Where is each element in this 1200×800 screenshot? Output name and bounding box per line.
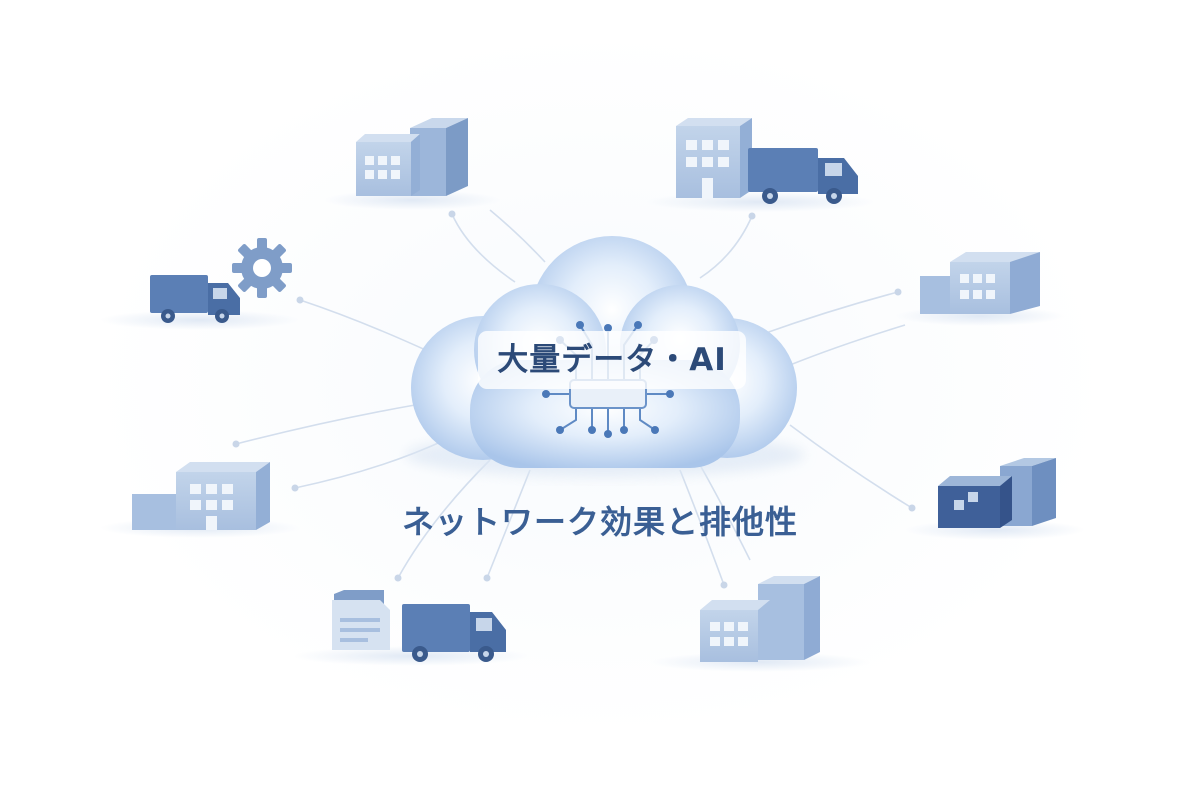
node-building-left bbox=[100, 462, 300, 538]
connector-right-mid bbox=[789, 324, 906, 366]
node-warehouse-right bbox=[895, 252, 1065, 326]
connector-bottom-left-b bbox=[486, 469, 531, 579]
node-building-bottom bbox=[650, 576, 870, 672]
connector-bottom-right bbox=[679, 469, 725, 586]
diagram-caption: ネットワーク効果と排他性 bbox=[401, 503, 798, 541]
node-document-truck-bottom bbox=[294, 590, 530, 666]
building-icon bbox=[132, 462, 270, 530]
hub-label: 大量データ・AI bbox=[478, 331, 746, 389]
connector-left-upper bbox=[299, 299, 431, 353]
connector-top-left-b bbox=[489, 209, 546, 263]
node-depot-truck-top-right bbox=[645, 118, 875, 212]
warehouse-icon bbox=[356, 118, 468, 196]
building-icon bbox=[676, 118, 752, 198]
node-warehouse-top bbox=[324, 118, 500, 210]
connector-left-lower bbox=[235, 404, 416, 445]
node-package-right bbox=[905, 458, 1085, 540]
truck-icon bbox=[150, 275, 240, 323]
connector-top-right bbox=[699, 215, 753, 279]
gear-icon bbox=[232, 238, 292, 298]
warehouse-icon bbox=[920, 252, 1040, 314]
connector-top-left bbox=[451, 213, 516, 283]
node-truck-gear-left bbox=[100, 238, 300, 330]
truck-icon bbox=[748, 148, 858, 204]
connector-right-upper bbox=[759, 291, 899, 336]
truck-icon bbox=[402, 604, 506, 662]
document-icon bbox=[332, 590, 390, 650]
package-icon bbox=[938, 458, 1056, 528]
connector-right-lower bbox=[789, 424, 913, 509]
connector-bottom-left-a bbox=[397, 459, 491, 579]
building-icon bbox=[700, 576, 820, 662]
connector-dots bbox=[232, 210, 916, 589]
